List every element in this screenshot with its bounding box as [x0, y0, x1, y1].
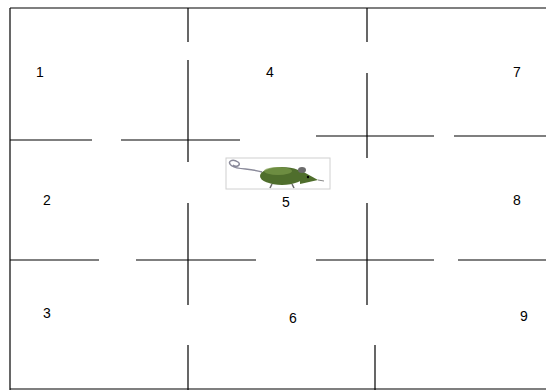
inner-wall [187, 8, 188, 42]
inner-wall [366, 203, 367, 305]
cell-number: 6 [289, 311, 297, 325]
inner-wall [454, 135, 546, 136]
cell-number: 8 [513, 193, 521, 207]
inner-wall [366, 73, 367, 158]
outer-wall [9, 8, 10, 390]
rat-body [260, 167, 304, 185]
inner-wall [136, 259, 256, 260]
cell-number: 1 [36, 65, 44, 79]
rat-whisker [318, 180, 324, 181]
inner-wall [366, 8, 367, 42]
inner-wall [316, 259, 434, 260]
picture-frame [226, 158, 330, 189]
cell-number: 9 [520, 309, 528, 323]
rat-leg [292, 184, 294, 188]
rat-leg [270, 184, 272, 188]
inner-wall [121, 139, 240, 140]
inner-wall [187, 60, 188, 162]
rat-picture [226, 158, 330, 189]
inner-wall [316, 135, 434, 136]
outer-wall [10, 7, 546, 8]
inner-wall [10, 139, 92, 140]
wall-lines [10, 8, 546, 390]
rat-back [264, 167, 292, 175]
outer-wall [10, 388, 546, 389]
cell-number: 4 [266, 65, 274, 79]
inner-wall [10, 259, 99, 260]
inner-wall [187, 345, 188, 390]
cell-number: 5 [282, 195, 290, 209]
inner-wall [374, 345, 375, 390]
cell-number: 7 [513, 65, 521, 79]
rat-tail [230, 160, 262, 172]
inner-wall [458, 259, 546, 260]
inner-wall [187, 203, 188, 305]
cell-number: 2 [43, 193, 51, 207]
rat-ear [298, 167, 306, 173]
cell-number: 3 [43, 306, 51, 320]
rat-eye [307, 176, 309, 178]
